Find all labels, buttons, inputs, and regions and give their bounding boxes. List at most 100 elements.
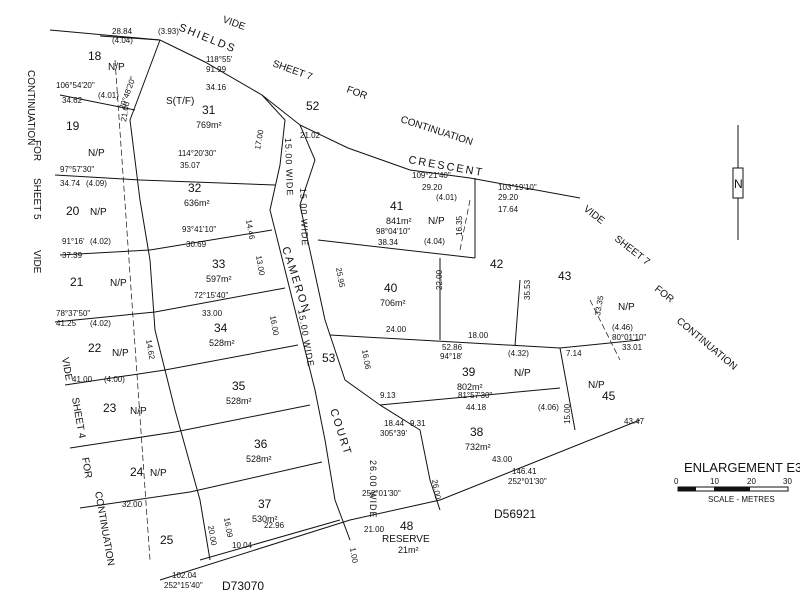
- north-arrow-icon: N: [732, 125, 744, 240]
- area-48: 21m²: [398, 545, 419, 555]
- lot-21: 21: [70, 275, 84, 289]
- note-for-sw: FOR: [79, 457, 93, 480]
- dim-39: 103°19'10": [498, 183, 537, 192]
- area-32: 636m²: [184, 198, 210, 208]
- np-23: N/P: [130, 406, 147, 417]
- np-18: N/P: [108, 62, 125, 73]
- dim-30: 20.00: [206, 525, 218, 547]
- area-34: 528m²: [209, 338, 235, 348]
- area-38: 732m²: [465, 442, 491, 452]
- dim-6: 34.16: [206, 83, 227, 92]
- dim-44: 18.00: [468, 331, 489, 340]
- dim-46: 94°18': [440, 352, 463, 361]
- lot-40: 40: [384, 281, 398, 295]
- lot-41: 41: [390, 199, 404, 213]
- note-sheet5: SHEET 5: [31, 178, 42, 220]
- dim-76: 15.00: [563, 403, 572, 424]
- dim-65: 17.00: [253, 129, 265, 151]
- dim-33: 10.04: [232, 541, 253, 550]
- np-22: N/P: [112, 348, 129, 359]
- dim-77: 26.00: [430, 479, 442, 501]
- dim-38b: 29.20: [498, 193, 519, 202]
- dim-22: 78°37'50": [56, 309, 90, 318]
- dim-53: 33.01: [622, 343, 643, 352]
- dim-1: 28.84: [112, 27, 133, 36]
- road-width-15-c: 15.00 WIDE: [296, 309, 316, 368]
- dim-18: 30.69: [186, 240, 207, 249]
- dim-78: (4.01): [436, 193, 457, 202]
- ref-d73070: D73070: [222, 579, 264, 593]
- dim-17: 93°41'10": [182, 225, 216, 234]
- dim-75: (4.06): [538, 403, 559, 412]
- area-31: 769m²: [196, 120, 222, 130]
- dim-47: 81°57'30": [458, 391, 492, 400]
- np-41: N/P: [428, 216, 445, 227]
- dim-27: 41.00: [72, 375, 93, 384]
- lot-37: 37: [258, 497, 272, 511]
- note-vide-east: VIDE: [581, 204, 606, 227]
- dim-45: 52.86: [442, 343, 463, 352]
- dim-34: 102.04: [172, 571, 197, 580]
- scale-caption: SCALE - METRES: [708, 495, 775, 504]
- easement-lines: [114, 59, 621, 561]
- ref-d56921: D56921: [494, 507, 536, 521]
- road-name-cameron: CAMERON: [279, 245, 312, 316]
- dim-50: 146.41: [512, 467, 537, 476]
- dim-55: (4.46): [612, 323, 633, 332]
- lot-25: 25: [160, 533, 174, 547]
- note-sheet7-north: SHEET 7: [271, 58, 314, 83]
- dim-80: 14.62: [144, 339, 156, 361]
- scale-tick-20: 20: [747, 477, 756, 486]
- dim-69: 22.00: [435, 269, 444, 290]
- dim-2: (4.04): [112, 36, 133, 45]
- note-for-west: FOR: [31, 140, 42, 161]
- np-39: N/P: [514, 368, 531, 379]
- np-43: N/P: [618, 302, 635, 313]
- road-width-15-b: 15.00 WIDE: [298, 188, 310, 247]
- dim-19: 91°16': [62, 237, 85, 246]
- note-continuation-east: CONTINUATION: [674, 316, 739, 373]
- lot-53: 53: [322, 351, 336, 365]
- scale-tick-30: 30: [783, 477, 792, 486]
- dim-54: 80°01'10": [612, 333, 646, 342]
- note-sheet4: SHEET 4: [69, 397, 87, 440]
- dim-8: (4.01): [98, 91, 119, 100]
- note-for-east: FOR: [652, 284, 675, 306]
- dim-60: 305°39': [380, 429, 407, 438]
- np-24: N/P: [150, 468, 167, 479]
- lot-24: 24: [130, 465, 144, 479]
- lot-32: 32: [188, 181, 202, 195]
- lot-48: 48: [400, 519, 414, 533]
- dim-3: (3.93): [158, 27, 179, 36]
- dim-4: 118°55': [206, 55, 233, 64]
- dim-74: (4.32): [508, 349, 529, 358]
- dim-63: 1.00: [348, 547, 360, 564]
- dim-21: 37.39: [62, 251, 83, 260]
- dim-67: 13.00: [254, 255, 266, 277]
- dim-35: 252°15'40": [164, 581, 203, 590]
- dim-7: 106°54'20": [56, 81, 95, 90]
- stf-label: S(T/F): [166, 96, 194, 107]
- note-vide-north: VIDE: [221, 14, 247, 32]
- note-continuation-sw: CONTINUATION: [92, 491, 116, 567]
- lot-34: 34: [214, 321, 228, 335]
- road-width-15-a: 15.00 WIDE: [283, 138, 295, 197]
- lot-36: 36: [254, 437, 268, 451]
- dim-5: 91.99: [206, 65, 227, 74]
- dim-64: 252°01'30": [362, 489, 401, 498]
- dim-15: 114°20'30": [178, 149, 216, 158]
- lot-22: 22: [88, 341, 102, 355]
- note-vide-west: VIDE: [31, 250, 42, 274]
- dim-79: (4.04): [424, 237, 445, 246]
- dim-23: 41.25: [56, 319, 77, 328]
- lot-48-reserve: RESERVE: [382, 534, 430, 545]
- note-vide-sw: VIDE: [59, 357, 74, 382]
- dim-40: 17.64: [498, 205, 519, 214]
- dim-42: 38.34: [378, 238, 399, 247]
- road-width-26: 26.00 WIDE: [368, 460, 378, 519]
- note-sheet7-east: SHEET 7: [612, 234, 652, 268]
- dim-37: 109°21'40": [412, 171, 451, 180]
- dim-73: 7.14: [566, 349, 582, 358]
